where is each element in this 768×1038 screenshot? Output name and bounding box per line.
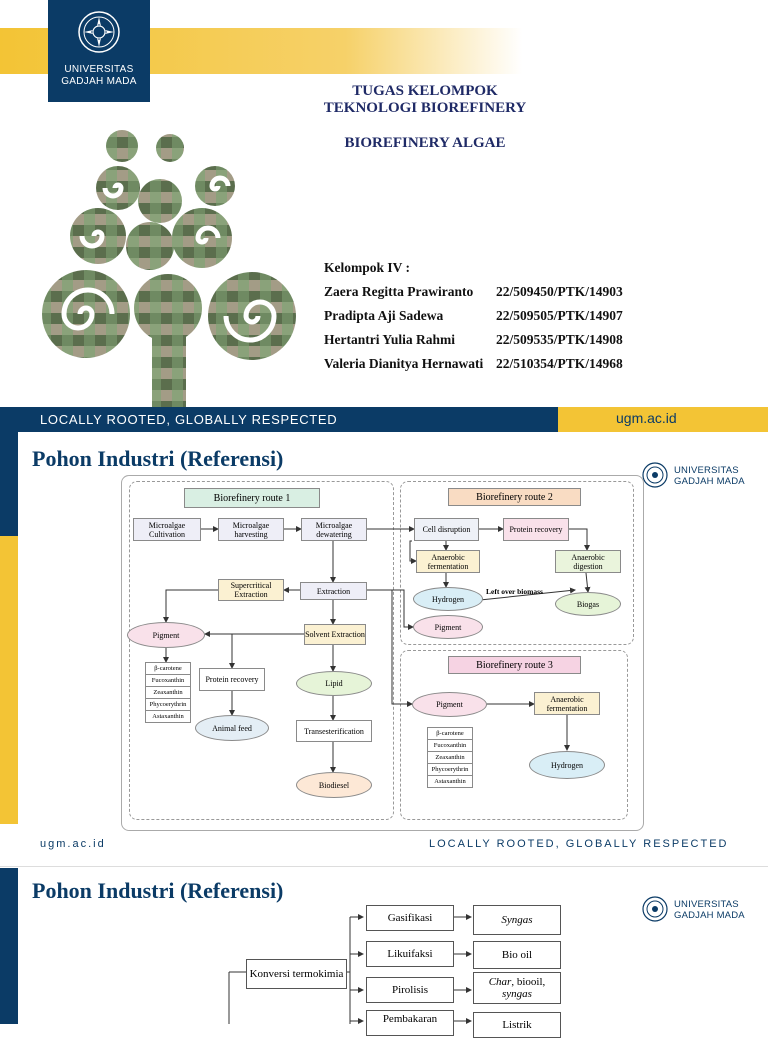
logo-line-1: UNIVERSITAS — [674, 899, 739, 910]
pigment-item: Astaxanthin — [434, 778, 466, 785]
slide1-footer-bar: LOCALLY ROOTED, GLOBALLY RESPECTED ugm.a… — [0, 407, 768, 432]
logo-line-2: GADJAH MADA — [674, 476, 745, 487]
node-pigment-r3: Pigment — [412, 692, 487, 717]
member-row: Pradipta Aji Sadewa 22/509505/PTK/14907 — [324, 304, 623, 328]
side-stripe-yellow — [0, 536, 18, 824]
member-name: Hertantri Yulia Rahmi — [324, 332, 455, 347]
node-char-products: Char, biooil, syngas — [473, 972, 561, 1004]
node-supercritical: Supercritical Extraction — [218, 579, 284, 601]
route1-region — [129, 481, 394, 820]
node-hydrogen-r2: Hydrogen — [413, 587, 483, 611]
node-extraction: Extraction — [300, 582, 367, 600]
member-name: Valeria Dianitya Hernawati — [324, 356, 484, 371]
char-text: Char — [488, 976, 512, 988]
member-row: Zaera Regitta Prawiranto 22/509450/PTK/14… — [324, 280, 623, 304]
route2-label: Biorefinery route 2 — [448, 488, 581, 506]
biooil-text: , biooil, — [511, 976, 546, 988]
site-link[interactable]: ugm.ac.id — [616, 410, 677, 426]
member-id: 22/509535/PTK/14908 — [496, 332, 623, 347]
node-cultivation: Microalgae Cultivation — [133, 518, 201, 541]
footer-yellow-block — [558, 407, 768, 432]
side-stripe-blue — [0, 868, 18, 1024]
node-lipid: Lipid — [296, 671, 372, 696]
ugm-seal-icon — [642, 462, 668, 488]
member-id: 22/510354/PTK/14968 — [496, 356, 623, 371]
member-list: Kelompok IV : Zaera Regitta Prawiranto 22… — [324, 256, 623, 376]
node-pigment-r2: Pigment — [413, 615, 483, 639]
tree-illustration — [42, 130, 296, 408]
node-konversi-termokimia: Konversi termokimia — [246, 959, 347, 989]
pigment-item: Phycoerythrin — [146, 699, 190, 711]
logo-line-2: GADJAH MADA — [61, 76, 137, 87]
pigment-item: β-carotene — [428, 728, 472, 740]
title-line-2: TEKNOLOGI BIOREFINERY — [323, 100, 527, 116]
member-name: Zaera Regitta Prawiranto — [324, 284, 474, 299]
node-likuifaksi: Likuifaksi — [366, 941, 454, 967]
footer-tagline: LOCALLY ROOTED, GLOBALLY RESPECTED — [429, 838, 729, 850]
pigment-item: Zeaxanthin — [146, 687, 190, 699]
node-animal-feed: Animal feed — [195, 715, 269, 741]
logo-line-1: UNIVERSITAS — [64, 64, 134, 75]
route3-label: Biorefinery route 3 — [448, 656, 581, 674]
node-solvent: Solvent Extraction — [304, 624, 366, 645]
node-protein-recovery-r1: Protein recovery — [199, 668, 265, 691]
subtitle: BIOREFINERY ALGAE — [344, 135, 506, 151]
syngas-text: syngas — [502, 988, 532, 1000]
pigment-item: Phycoerythrin — [428, 764, 472, 776]
node-biooil: Bio oil — [473, 941, 561, 969]
node-pigment-r1: Pigment — [127, 622, 205, 648]
member-id: 22/509450/PTK/14903 — [496, 284, 623, 299]
route3-region — [400, 650, 628, 820]
node-gasifikasi: Gasifikasi — [366, 905, 454, 931]
node-pirolisis: Pirolisis — [366, 977, 454, 1003]
group-label: Kelompok IV : — [324, 260, 411, 275]
node-pembakaran: Pembakaran — [366, 1010, 454, 1036]
footer-url[interactable]: ugm.ac.id — [40, 838, 106, 850]
node-cell-disruption: Cell disruption — [414, 518, 479, 541]
title-line-1: TUGAS KELOMPOK — [352, 83, 498, 99]
member-row: Valeria Dianitya Hernawati 22/510354/PTK/… — [324, 352, 623, 376]
tagline: LOCALLY ROOTED, GLOBALLY RESPECTED — [40, 412, 338, 427]
side-stripe-blue — [0, 432, 18, 536]
node-anaerobic-fermentation-r3: Anaerobic fermentation — [534, 692, 600, 715]
pigment-item: β-carotene — [146, 663, 190, 675]
logo-line-2: GADJAH MADA — [674, 910, 745, 921]
route1-label: Biorefinery route 1 — [184, 488, 320, 508]
route2-region — [400, 481, 634, 645]
pigment-item: Fucoxanthin — [428, 740, 472, 752]
member-id: 22/509505/PTK/14907 — [496, 308, 623, 323]
node-syngas: Syngas — [473, 905, 561, 935]
member-row: Hertantri Yulia Rahmi 22/509535/PTK/14908 — [324, 328, 623, 352]
pigment-list-r3: β-carotene Fucoxanthin Zeaxanthin Phycoe… — [427, 727, 473, 788]
left-over-biomass-label: Left over biomass — [486, 587, 543, 596]
node-biogas: Biogas — [555, 592, 621, 616]
member-name: Pradipta Aji Sadewa — [324, 308, 444, 323]
pigment-item: Fucoxanthin — [146, 675, 190, 687]
slide3-title: Pohon Industri (Referensi) — [32, 878, 284, 903]
ugm-seal-icon — [642, 896, 668, 922]
node-anaerobic-fermentation-r2: Anaerobic fermentation — [416, 550, 480, 573]
ugm-seal-icon — [78, 11, 120, 53]
node-transesterification: Transesterification — [296, 720, 372, 742]
node-listrik: Listrik — [473, 1012, 561, 1038]
node-harvesting: Microalgae harvesting — [218, 518, 284, 541]
pigment-item: Zeaxanthin — [428, 752, 472, 764]
pigment-list-r1: β-carotene Fucoxanthin Zeaxanthin Phycoe… — [145, 662, 191, 723]
node-protein-recovery-r2: Protein recovery — [503, 518, 569, 541]
slide2-title: Pohon Industri (Referensi) — [32, 446, 284, 471]
node-dewatering: Microalgae dewatering — [301, 518, 367, 541]
slide-divider — [0, 866, 768, 867]
logo-line-1: UNIVERSITAS — [674, 465, 739, 476]
node-anaerobic-digestion: Anaerobic digestion — [555, 550, 621, 573]
node-hydrogen-r3: Hydrogen — [529, 751, 605, 779]
pigment-item: Astaxanthin — [152, 713, 184, 720]
node-biodiesel: Biodiesel — [296, 772, 372, 798]
